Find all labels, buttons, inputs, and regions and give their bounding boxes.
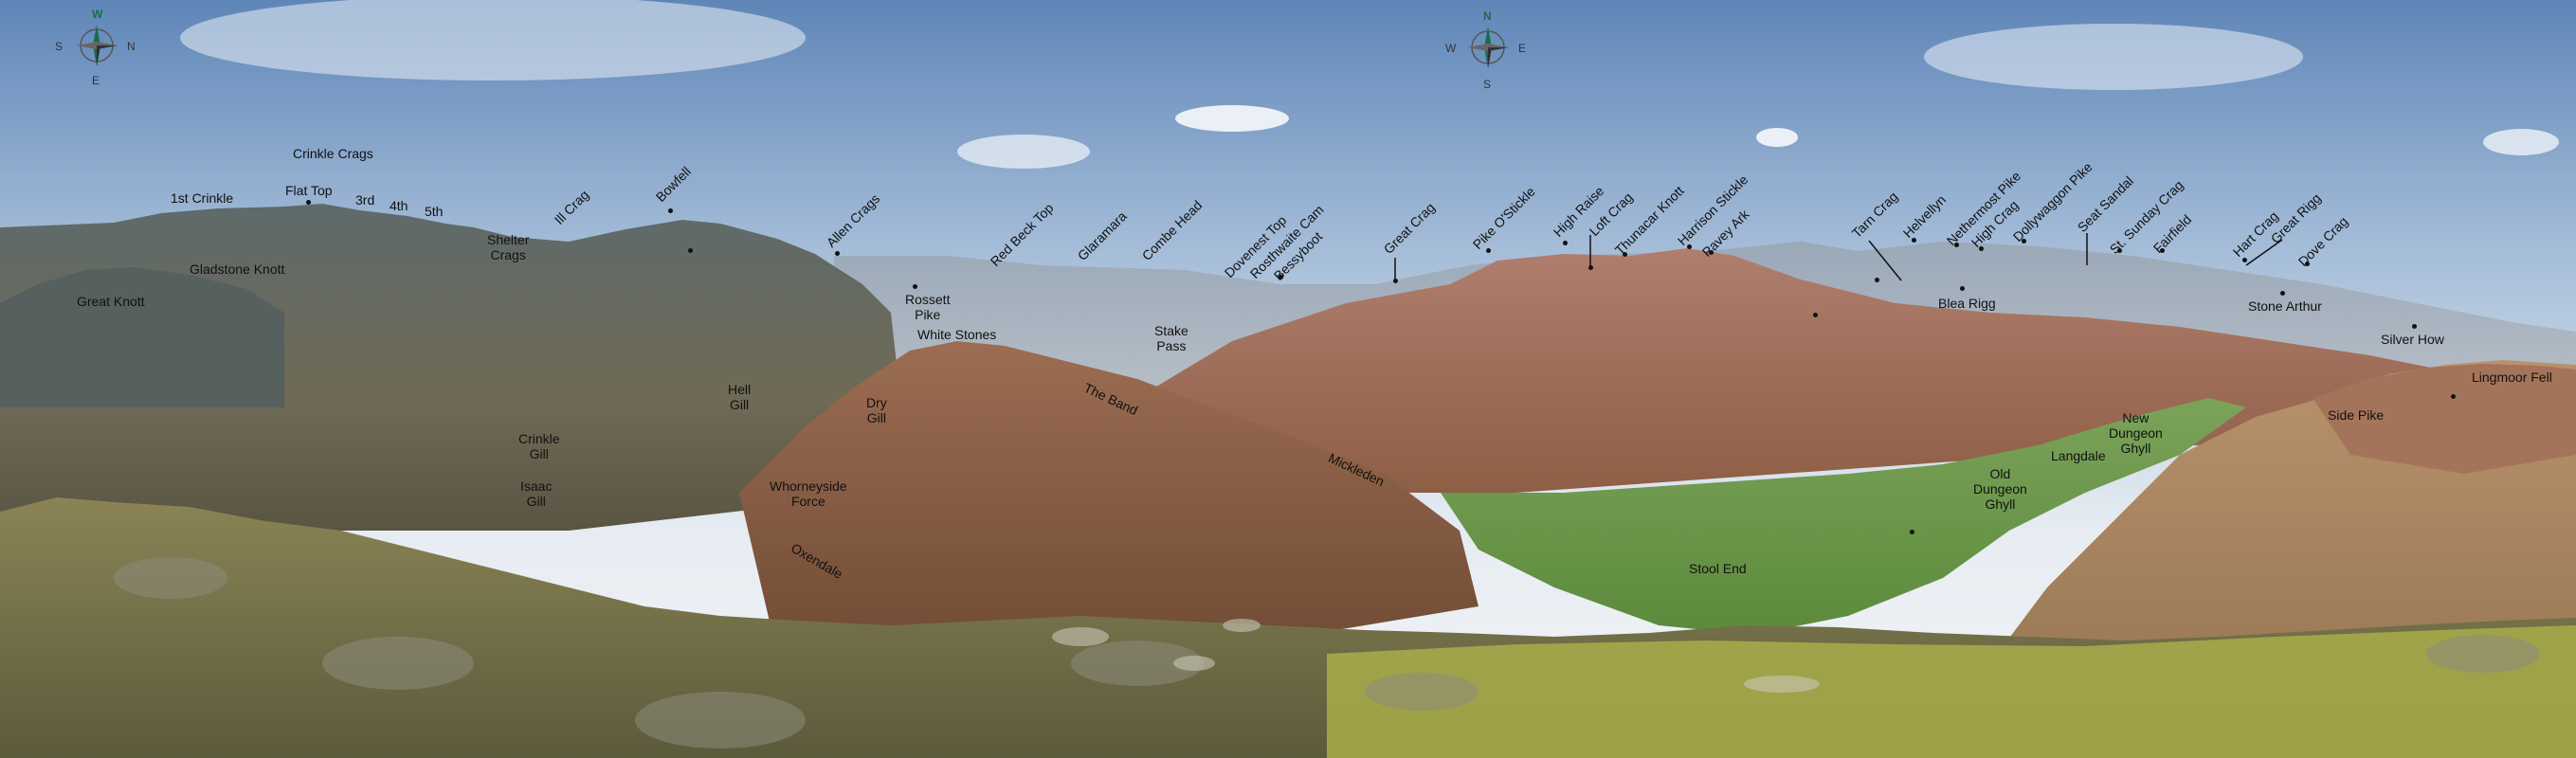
label-new-dungeon-ghyll: New Dungeon Ghyll: [2109, 410, 2163, 456]
label-crinkle-crags: Crinkle Crags: [293, 146, 373, 161]
marker-silver-how: [2412, 324, 2417, 329]
marker-bessyboot: [1279, 275, 1283, 280]
marker-hart-crag: [2242, 258, 2247, 262]
marker-high-crag: [1979, 246, 1984, 251]
marker-dove-crag: [2305, 262, 2310, 266]
label-blea-rigg: Blea Rigg: [1938, 296, 1996, 311]
marker-nethermost-pike: [1954, 243, 1959, 247]
label-flat-top: Flat Top: [285, 183, 333, 198]
marker-allen-crags: [835, 251, 840, 256]
marker-st-sunday-crag: [2117, 248, 2122, 253]
label-stool-end: Stool End: [1689, 561, 1747, 576]
label-hell-gill: Hell Gill: [728, 382, 752, 412]
label-5th: 5th: [425, 204, 444, 219]
label-1st-crinkle: 1st Crinkle: [171, 190, 234, 206]
label-side-pike: Side Pike: [2328, 407, 2385, 423]
marker-tarn-crag: [1875, 278, 1879, 282]
label-4th: 4th: [390, 198, 408, 213]
compass-right-north: N: [1483, 9, 1492, 23]
label-isaac-gill: Isaac Gill: [520, 478, 553, 509]
label-rossett-pike: Rossett Pike: [905, 292, 951, 322]
marker-stone-arthur: [2280, 291, 2285, 296]
label-langdale: Langdale: [2051, 448, 2106, 463]
marker-pike-o-stickle: [1486, 248, 1491, 253]
label-stake-pass: Stake Pass: [1154, 323, 1188, 353]
label-stone-arthur: Stone Arthur: [2248, 298, 2322, 314]
marker-old-dungeon-ghyll: [1910, 530, 1914, 534]
label-dry-gill: Dry Gill: [866, 395, 887, 425]
compass-left-north: W: [92, 8, 103, 21]
marker-flat-top: [306, 200, 311, 205]
label-lingmoor-fell: Lingmoor Fell: [2472, 370, 2552, 385]
marker-lingmoor-fell: [2451, 394, 2456, 399]
compass-right-south: S: [1483, 78, 1492, 91]
label-3rd: 3rd: [355, 192, 375, 208]
label-silver-how: Silver How: [2381, 332, 2444, 347]
compass-left-icon: [76, 25, 118, 66]
marker-harrison-stickle: [1687, 244, 1692, 249]
compass-left-west: S: [55, 40, 63, 53]
marker-blea-rigg: [1960, 286, 1965, 291]
marker-blea-rigg-west: [1813, 313, 1818, 317]
marker-helvellyn: [1912, 238, 1916, 243]
compass-right-west: W: [1445, 42, 1457, 55]
label-crinkle-gill: Crinkle Gill: [518, 431, 560, 461]
label-great-knott: Great Knott: [77, 294, 145, 309]
compass-right-east: E: [1518, 42, 1527, 55]
marker-pavey-ark: [1709, 250, 1714, 255]
marker-thunacar-knott: [1623, 252, 1627, 257]
label-white-stones: White Stones: [917, 327, 997, 342]
marker-bowfell: [668, 208, 673, 213]
marker-great-crag: [1393, 279, 1398, 283]
marker-dollywaggon-pike: [2022, 239, 2026, 244]
marker-loft-crag: [1588, 265, 1593, 270]
compass-left-east: N: [127, 40, 136, 53]
compass-right-icon: [1467, 27, 1509, 68]
marker-bowfell-lower: [688, 248, 693, 253]
marker-fairfield: [2160, 248, 2165, 253]
marker-high-raise: [1563, 241, 1568, 245]
label-shelter-crags: Shelter Crags: [487, 232, 530, 262]
label-whorneyside-force: Whorneyside Force: [770, 478, 847, 509]
marker-rossett-pike: [913, 284, 917, 289]
compass-left-south: E: [92, 74, 100, 87]
label-old-dungeon-ghyll: Old Dungeon Ghyll: [1973, 466, 2027, 512]
label-gladstone-knott: Gladstone Knott: [190, 262, 285, 277]
